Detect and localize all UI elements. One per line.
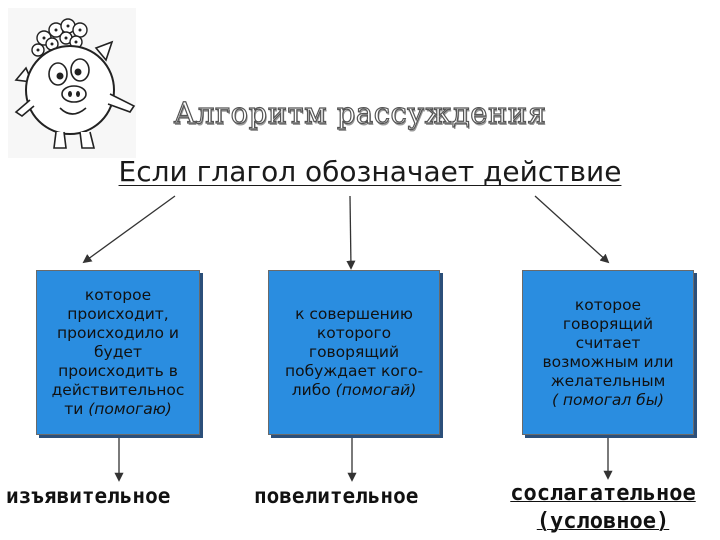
mood-subjunctive-line1: сослагательное (510, 481, 696, 506)
arrow-to-box-3 (534, 195, 610, 264)
box-3-example: ( помогал бы) (551, 390, 665, 409)
mood-subjunctive: сослагательное (условное) (492, 480, 714, 536)
box-subjunctive-definition: которое говорящий считает возможным или … (522, 270, 694, 435)
mood-indicative: изъявительное (6, 484, 171, 508)
mood-imperative: повелительное (254, 484, 419, 508)
box-imperative-definition: к совершению которого говорящий побуждае… (268, 270, 440, 435)
box-1-text: которое происходит, происходило и будет … (51, 286, 185, 418)
diagram-subtitle: Если глагол обозначает действие (118, 155, 622, 188)
mood-subjunctive-line2: (условное) (536, 509, 670, 534)
box-2-text: к совершению которого говорящий побуждае… (284, 305, 424, 399)
box-indicative-definition: которое происходит, происходило и будет … (36, 270, 200, 435)
pig-mascot-icon (8, 8, 136, 158)
arrow-to-box-1 (82, 195, 176, 264)
box-3-text: которое говорящий считает возможным или … (542, 295, 674, 390)
diagram-title: Алгоритм рассуждения (173, 95, 547, 130)
arrow-to-box-2 (346, 195, 356, 270)
box-1-example: (помогаю) (88, 400, 172, 418)
box-2-example: (помогай) (335, 381, 417, 399)
